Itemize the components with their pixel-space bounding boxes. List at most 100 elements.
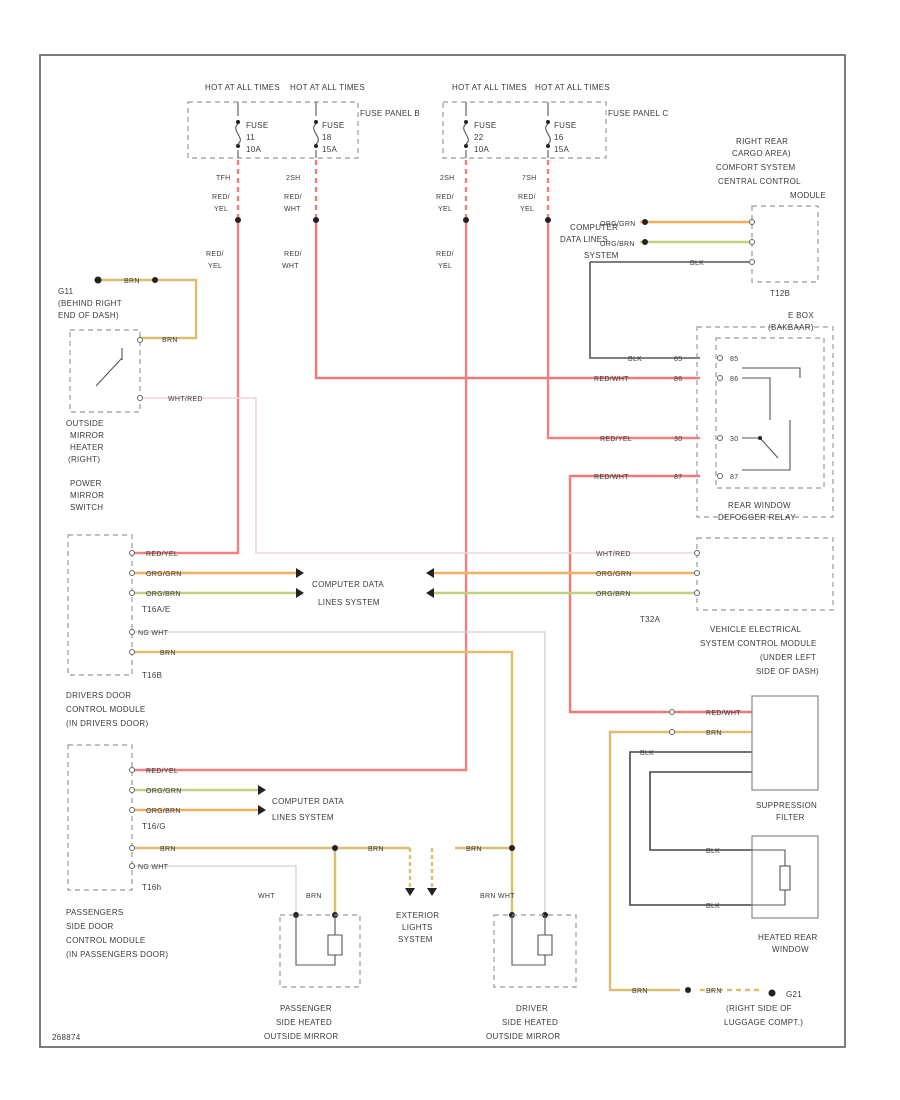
diagram-label: LINES SYSTEM: [318, 598, 380, 607]
diagram-label: END OF DASH): [58, 311, 119, 320]
passenger-side-heated-mirror: PASSENGER SIDE HEATED OUTSIDE MIRROR: [264, 914, 361, 1041]
fuse-number: 18: [322, 133, 332, 142]
diagram-label: WHT: [258, 893, 275, 900]
diagram-label: 2SH: [440, 175, 455, 182]
diagram-label: NG WHT: [138, 630, 169, 637]
diagram-label: BLK: [690, 260, 704, 267]
diagram-label: 86: [730, 376, 738, 383]
diagram-label: BRN: [162, 337, 178, 344]
diagram-label: 87: [730, 474, 738, 481]
diagram-label: T16/G: [142, 822, 166, 831]
diagram-label: WHT: [282, 263, 299, 270]
diagram-label: ORG/GRN: [146, 788, 182, 795]
diagram-label: HEATER: [70, 443, 104, 452]
diagram-label: ORG/GRN: [596, 571, 632, 578]
diagram-label: SYSTEM: [398, 935, 433, 944]
diagram-label: ORG/GRN: [600, 221, 636, 228]
hot-label: HOT AT ALL TIMES: [535, 83, 610, 92]
heated-rear-window: HEATED REAR WINDOW: [751, 835, 819, 954]
fuse-panel-label: FUSE PANEL B: [360, 109, 420, 118]
diagram-label: T12B: [770, 289, 790, 298]
fuse-rating: 15A: [322, 145, 337, 154]
diagram-label: T16B: [142, 671, 162, 680]
diagram-label: ORG/GRN: [146, 571, 182, 578]
diagram-label: PASSENGERS: [66, 908, 124, 917]
diagram-label: RED/YEL: [600, 436, 632, 443]
diagram-label: SIDE OF DASH): [756, 667, 819, 676]
diagram-label: WHT: [284, 206, 301, 213]
wire-labels: TFH RED/ YEL 2SH RED/ WHT 2SH RED/ YEL 7…: [124, 175, 741, 995]
diagram-label: RED/: [436, 251, 454, 258]
diagram-label: BRN: [706, 730, 722, 737]
diagram-label: BRN: [160, 846, 176, 853]
diagram-label: BRN: [160, 650, 176, 657]
diagram-label: 2SH: [286, 175, 301, 182]
diagram-label: T16h: [142, 883, 161, 892]
diagram-label: SIDE HEATED: [502, 1018, 558, 1027]
rear-defogger-relay: 85 86 30 87 85 86 30 87 REAR WINDOW DEFO…: [674, 337, 825, 522]
diagram-label: ORG/BRN: [146, 591, 181, 598]
diagram-label: 7SH: [522, 175, 537, 182]
diagram-label: RED/: [518, 194, 536, 201]
diagram-label: POWER: [70, 479, 102, 488]
diagram-label: EXTERIOR: [396, 911, 439, 920]
diagram-label: YEL: [520, 206, 534, 213]
diagram-label: RED/: [212, 194, 230, 201]
diagram-label: G11: [58, 287, 74, 296]
diagram-label: RED/: [206, 251, 224, 258]
diagram-label: SUPPRESSION: [756, 801, 817, 810]
diagram-label: YEL: [438, 263, 452, 270]
diagram-label: RED/YEL: [146, 768, 178, 775]
diagram-label: BRN: [466, 846, 482, 853]
diagram-label: TFH: [216, 175, 231, 182]
diagram-label: T16A/E: [142, 605, 170, 614]
drivers-door-control-module: T16A/E T16B DRIVERS DOOR CONTROL MODULE …: [66, 534, 170, 728]
diagram-label: 85: [730, 356, 738, 363]
hot-label: HOT AT ALL TIMES: [290, 83, 365, 92]
diagram-label: FILTER: [776, 813, 805, 822]
diagram-label: RIGHT REAR: [736, 137, 788, 146]
fuse-rating: 10A: [246, 145, 261, 154]
diagram-label: BLK: [706, 848, 720, 855]
diagram-label: 87: [674, 474, 682, 481]
diagram-label: DATA LINES: [560, 235, 608, 244]
diagram-label: SIDE DOOR: [66, 922, 114, 931]
diagram-label: LIGHTS: [402, 923, 433, 932]
diagram-label: ORG/BRN: [596, 591, 631, 598]
diagram-label: DRIVER: [516, 1004, 548, 1013]
diagram-label: BLK: [640, 750, 654, 757]
diagram-label: (BAKBAAR): [768, 323, 814, 332]
fuse-number: 16: [554, 133, 564, 142]
diagram-label: BLK: [628, 356, 642, 363]
diagram-label: RED/: [284, 251, 302, 258]
diagram-label: BRN: [368, 846, 384, 853]
diagram-label: ORG/BRN: [146, 808, 181, 815]
wires: [98, 160, 760, 992]
diagram-frame: [39, 54, 846, 1048]
fuse-panel-c: HOT AT ALL TIMES HOT AT ALL TIMES FUSE 2…: [442, 83, 669, 159]
diagram-label: BRN: [124, 278, 140, 285]
diagram-label: YEL: [214, 206, 228, 213]
diagram-label: COMPUTER DATA: [272, 797, 344, 806]
diagram-label: WHT/RED: [596, 551, 631, 558]
hot-label: HOT AT ALL TIMES: [452, 83, 527, 92]
diagram-label: SYSTEM: [584, 251, 619, 260]
diagram-label: CENTRAL CONTROL: [718, 177, 801, 186]
diagram-label: OUTSIDE: [66, 419, 104, 428]
fuse-panel-label: FUSE PANEL C: [608, 109, 669, 118]
diagram-label: REAR WINDOW: [728, 501, 791, 510]
fuse-label: FUSE: [554, 121, 577, 130]
diagram-label: RED/WHT: [706, 710, 741, 717]
diagram-label: OUTSIDE MIRROR: [264, 1032, 338, 1041]
diagram-label: MIRROR: [70, 491, 104, 500]
fuse-label: FUSE: [246, 121, 269, 130]
hot-label: HOT AT ALL TIMES: [205, 83, 280, 92]
diagram-label: (UNDER LEFT: [760, 653, 816, 662]
diagram-label: LINES SYSTEM: [272, 813, 334, 822]
diagram-label: E BOX: [788, 311, 814, 320]
diagram-label: RED/WHT: [594, 376, 629, 383]
diagram-label: SIDE HEATED: [276, 1018, 332, 1027]
diagram-label: COMPUTER: [570, 223, 618, 232]
diagram-label: (RIGHT): [68, 455, 100, 464]
diagram-label: BRN: [706, 988, 722, 995]
